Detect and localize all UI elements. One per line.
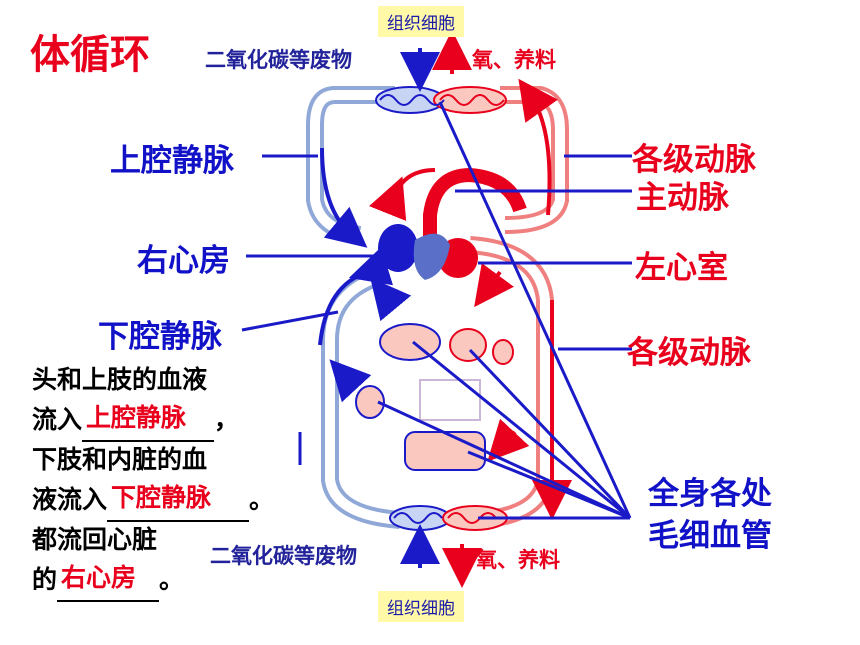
- answer-blank-1[interactable]: 上腔静脉: [82, 400, 215, 442]
- label-capillaries-line2: 毛细血管: [648, 518, 772, 554]
- co2-waste-top-label: 二氧化碳等废物: [205, 48, 352, 72]
- heart-body: [413, 233, 450, 280]
- question-line-4-suffix: 。: [249, 485, 275, 514]
- aorta-arrow: [368, 168, 436, 222]
- question-line-2-prefix: 流入: [32, 405, 83, 434]
- lower-artery-loop-inner: [469, 240, 550, 525]
- mid-left-arrow: [318, 246, 394, 346]
- page-title: 体循环: [30, 32, 150, 78]
- right-atrium-shape: [378, 224, 418, 272]
- upper-artery-loop: [500, 86, 569, 234]
- tissue-cells-top-tag: 组织细胞: [378, 6, 464, 37]
- top-capillary-bed: [375, 86, 507, 114]
- label-inferior-vena-cava: 下腔静脉: [98, 319, 222, 355]
- question-line-3: 下肢和内脏的血: [32, 445, 208, 474]
- question-paragraph: 头和上肢的血液 流入 上腔静脉， 下肢和内脏的血 液流入 下腔静脉。 都流回心脏…: [32, 360, 275, 602]
- label-left-ventricle: 左心室: [635, 250, 728, 286]
- upper-vein-loop: [306, 86, 395, 244]
- upper-right-arrow: [518, 78, 558, 216]
- question-line-6: 的 右心房。: [32, 560, 274, 602]
- answer-blank-3[interactable]: 右心房: [57, 560, 160, 602]
- o2-nutrient-top-label: 氧、养料: [472, 48, 556, 72]
- answer-2: 下腔静脉: [111, 483, 212, 512]
- question-line-4-prefix: 液流入: [32, 485, 108, 514]
- label-aorta: 主动脉: [636, 180, 729, 216]
- question-line-2-suffix: ，: [214, 405, 240, 434]
- answer-blank-2[interactable]: 下腔静脉: [107, 480, 250, 522]
- tissue-cells-bottom-tag: 组织细胞: [378, 591, 464, 622]
- upper-left-arrow: [320, 147, 368, 248]
- label-arteries-lower: 各级动脉: [627, 335, 751, 371]
- organ-capillary-beds: [355, 323, 514, 471]
- question-line-5: 都流回心脏: [32, 525, 158, 554]
- answer-3: 右心房: [61, 563, 137, 592]
- question-line-6-prefix: 的: [32, 565, 58, 594]
- question-line-4: 液流入 下腔静脉 。: [32, 480, 275, 522]
- aorta-arch: [423, 167, 527, 250]
- leader-inferior-vena-cava: [241, 310, 339, 332]
- lower-vein-loop-inner: [325, 270, 401, 525]
- co2-waste-bottom-label: 二氧化碳等废物: [210, 544, 357, 568]
- question-line-6-suffix: 。: [159, 565, 185, 594]
- o2-nutrient-bottom-label: 氧、养料: [476, 548, 560, 572]
- label-right-atrium: 右心房: [137, 243, 230, 279]
- label-arteries-upper: 各级动脉: [632, 142, 756, 178]
- capillary-leaders: [377, 101, 632, 520]
- label-superior-vena-cava: 上腔静脉: [110, 143, 234, 179]
- question-line-2: 流入 上腔静脉 ，: [32, 400, 274, 442]
- label-capillaries-line1: 全身各处: [648, 476, 772, 512]
- answer-1: 上腔静脉: [86, 403, 187, 432]
- question-line-1: 头和上肢的血液: [32, 365, 208, 394]
